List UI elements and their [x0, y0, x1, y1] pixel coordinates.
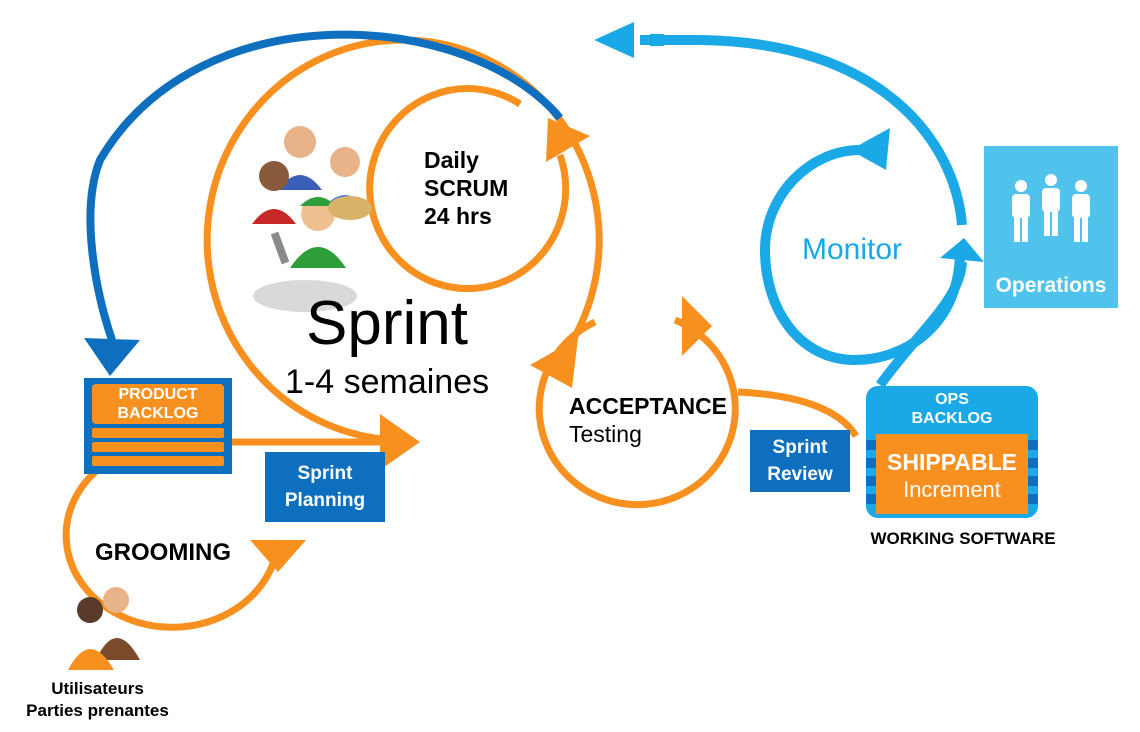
sprint-planning-line-2: Planning	[284, 490, 366, 511]
sprint-duration: 1-4 semaines	[285, 363, 490, 401]
ops-backlog-line-2: BACKLOG	[911, 410, 993, 427]
team-icon	[252, 126, 372, 312]
acceptance-arc	[535, 316, 739, 509]
operations-label: Operations	[995, 274, 1107, 297]
working-software-label: WORKING SOFTWARE	[870, 529, 1056, 548]
grooming-arrow-icon	[250, 540, 306, 572]
ops-to-sprint-line	[640, 35, 967, 226]
monitor-label: Monitor	[802, 233, 903, 266]
ops-feedback-dash	[650, 34, 664, 46]
ops-feedback-arrow-icon	[594, 22, 634, 58]
sprint-review-box: Sprint Review	[750, 430, 850, 492]
acceptance-cycle	[535, 316, 859, 509]
daily-scrum-label: Daily SCRUM 24 hrs	[424, 146, 508, 230]
monitor-cycle	[640, 35, 967, 388]
increment-label: Increment	[903, 477, 1001, 502]
acceptance-title: ACCEPTANCE	[569, 393, 728, 419]
daily-scrum-line-2: SCRUM	[424, 175, 509, 201]
acceptance-arrow-icon	[682, 296, 712, 356]
sprint-cycle-arc	[203, 36, 603, 444]
daily-scrum-cycle	[366, 85, 570, 293]
sprint-review-line-1: Sprint	[772, 437, 828, 458]
sprint-planning-arrow-icon	[380, 414, 420, 470]
feedback-arrow-icon	[84, 338, 140, 376]
product-backlog-line-1: PRODUCT	[118, 386, 198, 403]
grooming-label: GROOMING	[95, 539, 231, 566]
daily-scrum-line-1: Daily	[424, 147, 479, 173]
grooming-cycle	[62, 459, 282, 631]
sprint-cycle	[203, 36, 603, 446]
sprint-planning-line-1: Sprint	[297, 463, 353, 484]
sprint-planning-box: Sprint Planning	[265, 452, 385, 522]
product-backlog-line-2: BACKLOG	[117, 405, 199, 422]
product-backlog-box	[84, 378, 232, 474]
monitor-up-arrow-icon	[940, 238, 984, 262]
product-backlog-label: PRODUCT BACKLOG	[92, 385, 224, 423]
operations-people-icon	[1012, 174, 1090, 242]
grooming-arc	[62, 459, 282, 631]
sprint-title: Sprint	[306, 289, 468, 358]
stakeholders-icon	[68, 587, 140, 670]
monitor-arrow-icon	[850, 128, 890, 170]
acceptance-subtitle: Testing	[569, 421, 642, 447]
stakeholders-line-2: Parties prenantes	[26, 701, 169, 720]
ops-backlog-box	[866, 386, 1038, 518]
operations-tile	[984, 146, 1118, 308]
ops-backlog-label: OPS BACKLOG	[866, 390, 1038, 428]
daily-scrum-arc	[366, 85, 570, 293]
monitor-return-line	[875, 261, 967, 388]
ops-backlog-line-1: OPS	[935, 391, 969, 408]
daily-scrum-arrow-icon	[546, 118, 590, 162]
shippable-label: SHIPPABLE	[887, 449, 1017, 475]
sprint-review-line-2: Review	[767, 464, 833, 485]
stakeholders-line-1: Utilisateurs	[51, 679, 144, 698]
daily-scrum-line-3: 24 hrs	[424, 203, 492, 229]
feedback-to-backlog-arc	[86, 30, 564, 342]
acceptance-to-review-line	[737, 388, 859, 438]
stakeholders-label: Utilisateurs Parties prenantes	[10, 678, 185, 722]
